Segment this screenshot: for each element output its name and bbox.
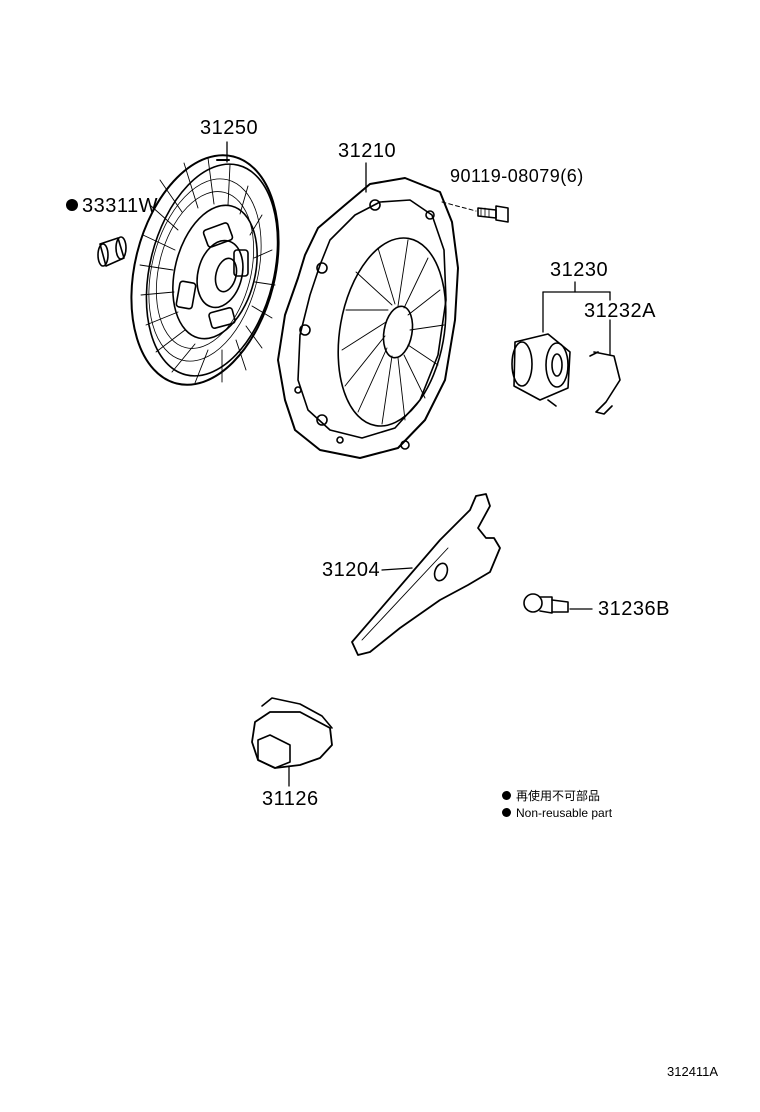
- ball-stud-drawing: [523, 593, 569, 614]
- part-number-31230[interactable]: 31230: [550, 259, 609, 281]
- part-number-33311w[interactable]: 33311W: [66, 196, 158, 216]
- part-number-31250[interactable]: 31250: [200, 117, 259, 139]
- release-bearing-drawing: [511, 333, 571, 407]
- part-number-31232a[interactable]: 31232A: [584, 300, 656, 322]
- legend-japanese-text: 再使用不可部品: [516, 789, 601, 803]
- release-fork-drawing: [351, 493, 501, 656]
- legend-english: Non-reusable part: [502, 807, 612, 819]
- non-reusable-marker-icon: [66, 198, 78, 211]
- release-clip-drawing: [589, 351, 621, 415]
- bolt-drawing: [441, 201, 509, 223]
- part-number-31236b[interactable]: 31236B: [598, 598, 670, 620]
- part-number-90119[interactable]: 90119-08079(6): [450, 166, 584, 186]
- part-number-31210[interactable]: 31210: [338, 140, 397, 162]
- pressure-plate-drawing: [277, 177, 459, 459]
- legend-bullet-icon: [502, 808, 511, 818]
- clutch-disc-drawing: [130, 154, 280, 386]
- legend-bullet-icon: [502, 791, 511, 801]
- part-number-31126[interactable]: 31126: [262, 788, 319, 810]
- pilot-bearing-drawing: [97, 236, 127, 267]
- part-number-33311w-label: 33311W: [82, 195, 159, 217]
- diagram-code: 312411A: [667, 1064, 719, 1079]
- leader-lines: [226, 141, 611, 787]
- boot-drawing: [251, 697, 333, 769]
- legend-japanese: 再使用不可部品: [502, 790, 600, 802]
- part-number-31204[interactable]: 31204: [322, 559, 381, 581]
- legend-english-text: Non-reusable part: [516, 806, 613, 820]
